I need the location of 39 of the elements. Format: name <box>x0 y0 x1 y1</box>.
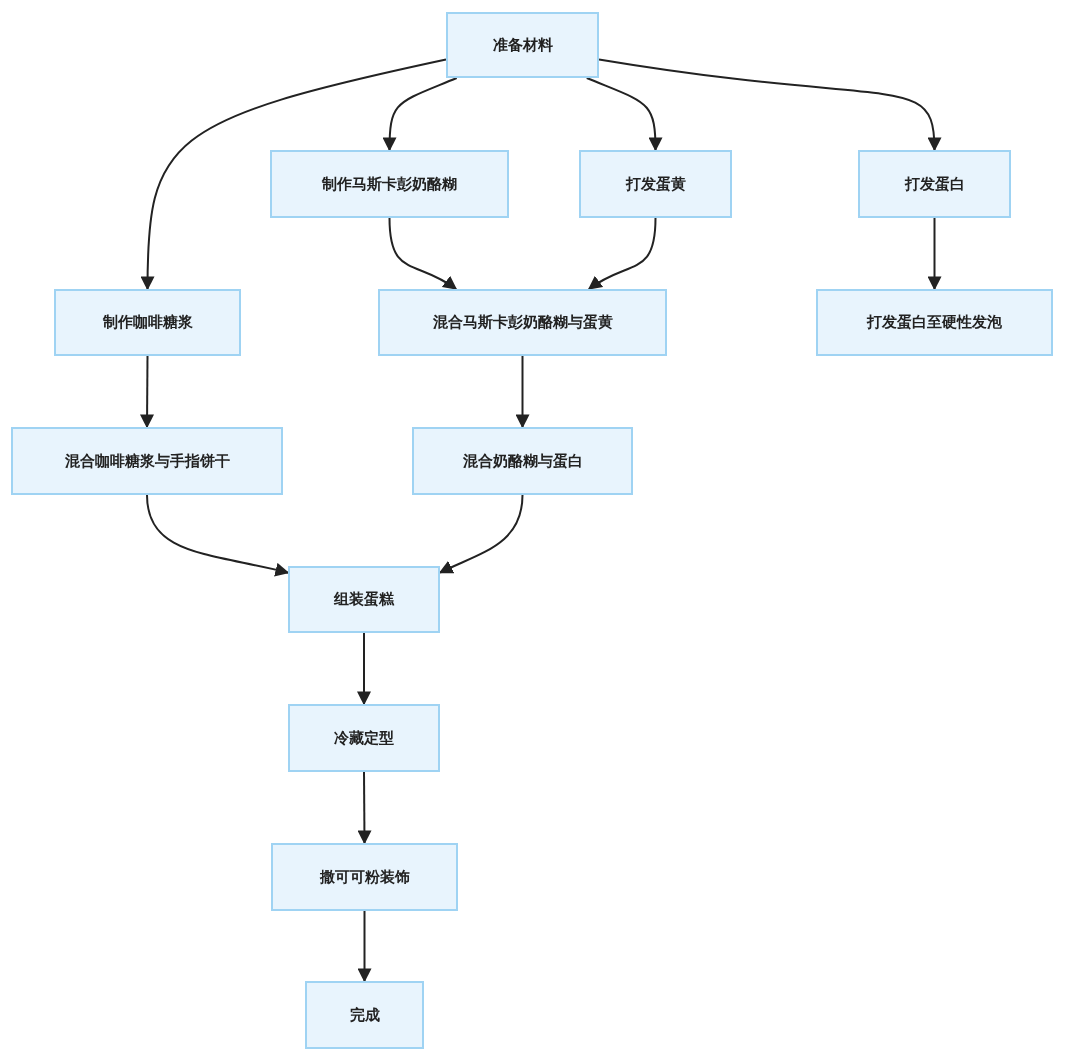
process-box <box>858 150 1011 218</box>
process-box <box>412 427 633 495</box>
arrow <box>357 910 372 983</box>
arrow <box>146 494 290 577</box>
arrow <box>140 58 447 291</box>
process-box <box>270 150 509 218</box>
arrow <box>587 217 657 290</box>
process-box <box>288 566 440 633</box>
arrow <box>927 217 942 291</box>
node-label: 组装蛋糕 <box>334 589 394 611</box>
process-box <box>378 289 667 356</box>
node-label: 混合奶酪糊与蛋白 <box>462 450 583 472</box>
arrow <box>598 58 941 152</box>
arrow <box>357 771 372 845</box>
process-box <box>288 704 440 772</box>
node-label: 准备材料 <box>492 34 553 56</box>
node-label: 打发蛋白 <box>904 173 965 195</box>
node-label: 制作马斯卡彭奶酪糊 <box>322 173 457 195</box>
process-box <box>305 981 424 1049</box>
arrow <box>388 217 458 290</box>
node-label: 打发蛋白至硬性发泡 <box>867 312 1002 334</box>
arrow <box>140 355 154 429</box>
arrow <box>357 632 371 706</box>
process-box <box>11 427 283 495</box>
arrow <box>515 355 530 429</box>
process-box <box>54 289 241 356</box>
arrow <box>382 77 458 152</box>
process-box <box>579 150 732 218</box>
node-label: 冷藏定型 <box>334 727 394 749</box>
process-box <box>816 289 1053 356</box>
node-label: 混合咖啡糖浆与手指饼干 <box>64 450 230 472</box>
node-label: 打发蛋黄 <box>625 173 686 195</box>
arrow <box>585 77 663 152</box>
node-label: 制作咖啡糖浆 <box>102 312 193 334</box>
process-box <box>271 843 458 911</box>
node-label: 混合马斯卡彭奶酪糊与蛋黄 <box>432 312 613 334</box>
process-box <box>446 12 599 78</box>
node-label: 完成 <box>349 1004 380 1026</box>
node-label: 撒可可粉装饰 <box>319 866 410 888</box>
